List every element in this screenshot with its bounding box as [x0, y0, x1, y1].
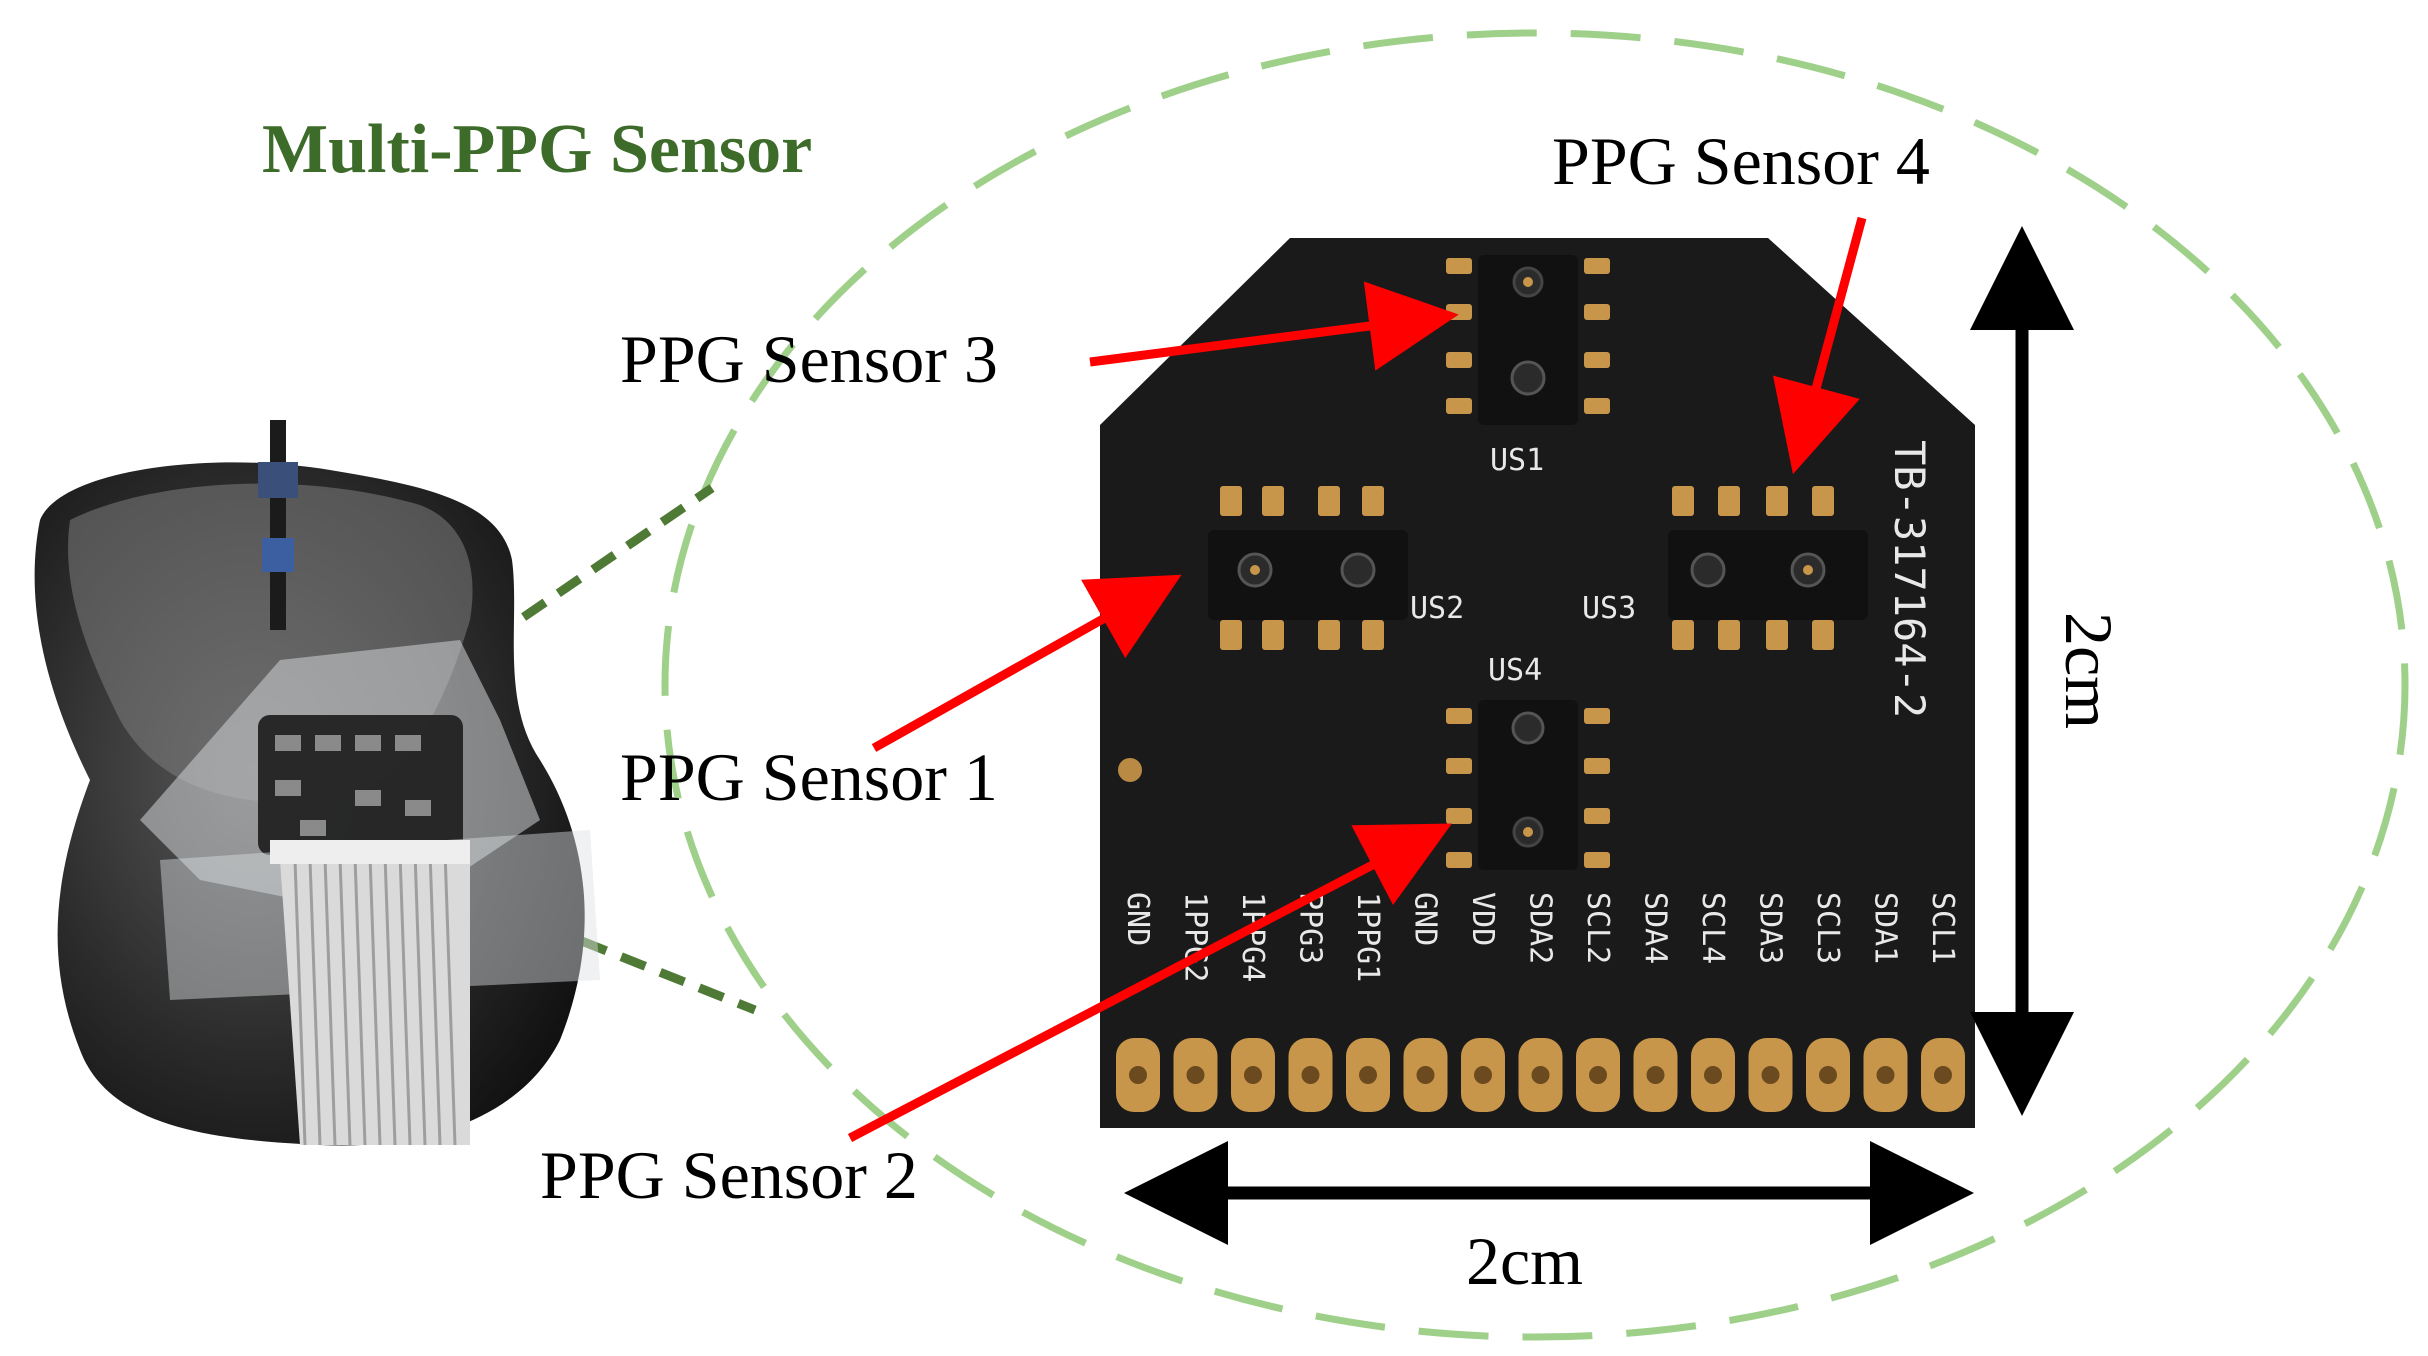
- dimension-label-width: 2cm: [1466, 1223, 1583, 1299]
- silkscreen-us1: US1: [1490, 443, 1544, 478]
- edge-pad-row: [1116, 1038, 1965, 1112]
- sensor-package-us1: US1: [1446, 255, 1610, 478]
- edge-pad-hole: [1646, 1066, 1665, 1084]
- board-part-number: TB-317164-2: [1885, 440, 1934, 718]
- pin-label: SDA2: [1523, 892, 1558, 964]
- pin-label: 1PPG1: [1350, 892, 1385, 982]
- pin-label: SCL4: [1695, 892, 1730, 964]
- edge-pad-hole: [1244, 1066, 1262, 1084]
- edge-pad-hole: [1186, 1066, 1205, 1084]
- figure-title: Multi-PPG Sensor: [262, 111, 812, 188]
- pin-label: SDA4: [1638, 892, 1673, 964]
- pin-label: GND: [1120, 892, 1155, 946]
- pin-label: VDD: [1465, 892, 1500, 946]
- arrow-sensor-3: [1089, 281, 1459, 371]
- pin-label: SCL3: [1810, 892, 1845, 964]
- pin-label: SCL1: [1925, 892, 1960, 964]
- pin-label: SCL2: [1580, 892, 1615, 964]
- pin-label: SDA1: [1868, 892, 1903, 964]
- pin-label: SDA3: [1753, 892, 1788, 964]
- edge-pad-hole: [1301, 1066, 1320, 1084]
- label-sensor-1: PPG Sensor 1: [620, 739, 998, 815]
- sensor-package-us3: US3: [1582, 486, 1868, 650]
- silkscreen-us3: US3: [1582, 591, 1636, 626]
- edge-pad-hole: [1129, 1066, 1147, 1084]
- sensor-package-us2: US2: [1208, 486, 1464, 650]
- edge-pad-hole: [1761, 1066, 1780, 1084]
- label-sensor-3: PPG Sensor 3: [620, 321, 998, 397]
- edge-pad-hole: [1474, 1066, 1492, 1084]
- dimension-label-height: 2cm: [2051, 612, 2127, 729]
- edge-pad-hole: [1819, 1066, 1837, 1084]
- wearable-device-photo: [34, 420, 600, 1146]
- edge-pad-hole: [1876, 1066, 1895, 1084]
- edge-pad-hole: [1589, 1066, 1607, 1084]
- arrow-sensor-4: [1772, 216, 1867, 475]
- label-sensor-2: PPG Sensor 2: [540, 1137, 918, 1213]
- edge-pad-hole: [1359, 1066, 1377, 1084]
- edge-pad-hole: [1416, 1066, 1435, 1084]
- sensor-package-us4: US4: [1446, 653, 1610, 870]
- label-sensor-4: PPG Sensor 4: [1552, 123, 1930, 199]
- edge-pad-hole: [1704, 1066, 1722, 1084]
- silkscreen-us2: US2: [1410, 591, 1464, 626]
- arrow-sensor-1: [871, 574, 1182, 752]
- pcb-board: US1 US2: [1100, 238, 1975, 1128]
- zoom-ellipse: [661, 29, 2409, 1341]
- pin-label: GND: [1408, 892, 1443, 946]
- edge-pad-hole: [1934, 1066, 1952, 1084]
- edge-pad-hole: [1531, 1066, 1550, 1084]
- silkscreen-us4: US4: [1488, 653, 1542, 688]
- arrow-sensor-2: [847, 823, 1452, 1142]
